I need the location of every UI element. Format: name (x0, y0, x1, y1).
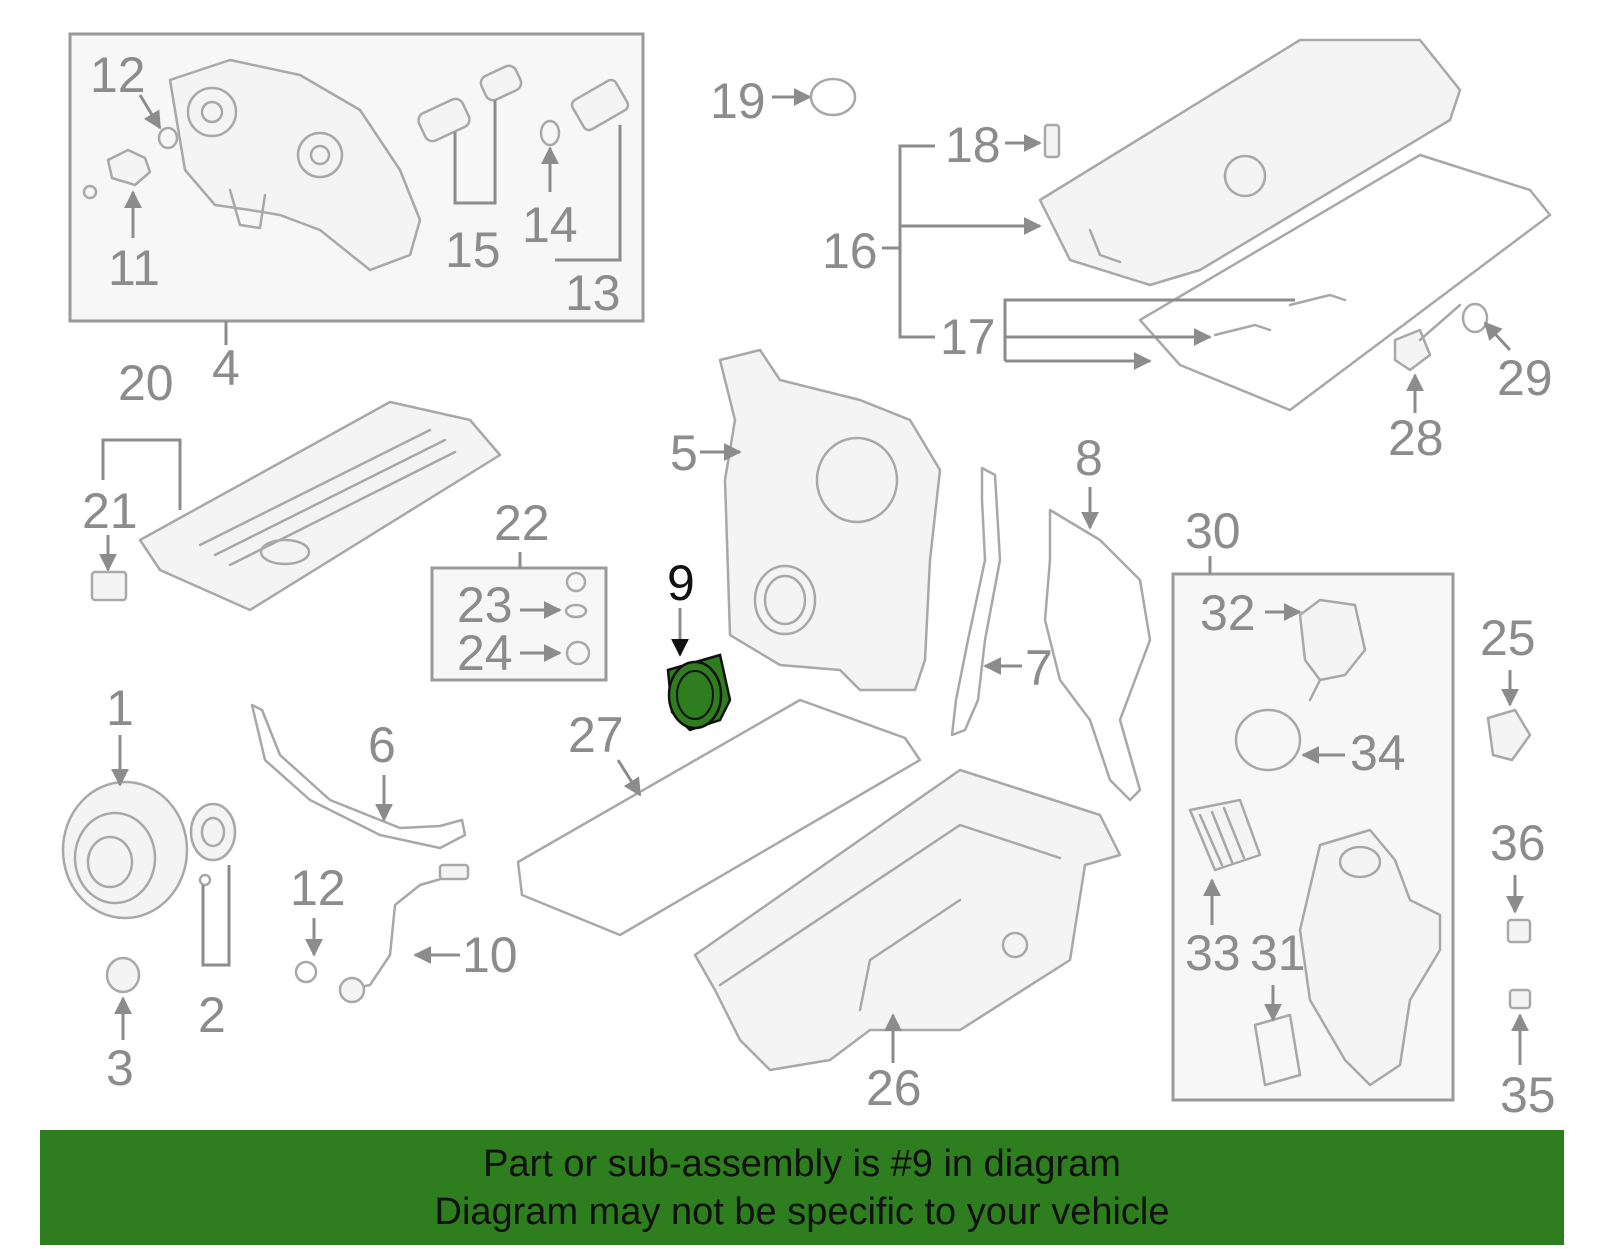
seal-29-part (1461, 302, 1489, 334)
seal-19-part (809, 77, 857, 117)
sensor-10-part (338, 863, 470, 1004)
valve-cover-16-part (1038, 38, 1462, 287)
hub-2-part (189, 802, 237, 862)
info-banner: Part or sub-assembly is #9 in diagram Di… (40, 1130, 1564, 1245)
label-36: 36 (1490, 815, 1546, 871)
label-23: 23 (457, 577, 513, 633)
o-ring-34-part (1234, 708, 1302, 772)
label-4: 4 (212, 340, 240, 396)
label-6: 6 (368, 717, 396, 773)
label-29: 29 (1497, 350, 1553, 406)
oil-pan-gasket-27-part (516, 698, 922, 937)
sensor-28-part (1393, 303, 1462, 372)
leader-29 (1483, 321, 1512, 352)
label-22: 22 (494, 495, 550, 551)
gasket-7-part (950, 466, 1002, 737)
label-16: 16 (822, 223, 878, 279)
vibration-damper-1-part (61, 780, 189, 920)
label-15: 15 (445, 222, 501, 278)
group-box-22 (430, 566, 608, 682)
seal-12-bottom-part (294, 960, 318, 984)
banner-line-2: Diagram may not be specific to your vehi… (434, 1191, 1170, 1233)
sensor-35-part (1508, 988, 1532, 1010)
gasket-6-part (250, 703, 467, 850)
label-18: 18 (945, 117, 1001, 173)
label-12-top: 12 (90, 47, 146, 103)
vanos-unit-part (168, 58, 422, 272)
label-8: 8 (1075, 430, 1103, 486)
valve-cover-gasket-17-part (1138, 153, 1552, 412)
plug-24-part (565, 640, 591, 666)
label-9: 9 (667, 555, 695, 611)
leader-27 (616, 759, 642, 797)
label-21: 21 (82, 483, 138, 539)
shaft-seal-9-part (666, 653, 732, 732)
label-3: 3 (106, 1040, 134, 1096)
leader-20 (101, 438, 182, 510)
plug-23-part (564, 571, 588, 619)
leader-2 (201, 865, 231, 967)
engine-cover-20-part (138, 400, 502, 612)
oil-pan-26-part (693, 768, 1122, 1072)
gasket-17-small-parts (1213, 293, 1347, 337)
leader-16 (898, 144, 935, 339)
banner-line-1: Part or sub-assembly is #9 in diagram (483, 1143, 1121, 1185)
label-31: 31 (1250, 925, 1306, 981)
seal-2-part (198, 873, 212, 887)
label-28: 28 (1388, 410, 1444, 466)
bolt-3-part (105, 956, 141, 994)
label-12-bottom: 12 (290, 860, 346, 916)
leader-15 (453, 100, 497, 205)
label-17: 17 (940, 309, 996, 365)
label-10: 10 (462, 927, 518, 983)
seal-14-part (539, 119, 561, 147)
label-19: 19 (710, 73, 766, 129)
label-2: 2 (198, 987, 226, 1043)
leader-13 (555, 125, 622, 262)
filter-cap-32-part (1298, 598, 1367, 702)
leader-17 (1003, 298, 1295, 337)
switch-36-part (1506, 918, 1532, 944)
seal-12-top-part (157, 126, 179, 150)
filter-housing-part (1298, 828, 1442, 1087)
label-34: 34 (1350, 725, 1406, 781)
gasket-8-part (1043, 508, 1152, 802)
label-20: 20 (118, 355, 174, 411)
valve-13-part (570, 78, 630, 132)
sensor-25-part (1486, 708, 1532, 762)
sensor-18-part (1043, 123, 1061, 159)
timing-cover-5-part (718, 348, 942, 692)
label-1: 1 (106, 680, 134, 736)
label-27: 27 (568, 707, 624, 763)
label-24: 24 (457, 625, 513, 681)
clip-21-part (90, 570, 128, 602)
solenoid-15-part (417, 64, 523, 143)
label-13: 13 (565, 265, 621, 321)
label-7: 7 (1025, 640, 1053, 696)
sensor-11-part (82, 148, 152, 200)
label-26: 26 (866, 1060, 922, 1116)
label-11: 11 (108, 240, 160, 296)
filter-element-33-part (1188, 798, 1262, 872)
label-25: 25 (1480, 610, 1536, 666)
label-33: 33 (1185, 925, 1241, 981)
leader-12-top (138, 94, 162, 130)
label-30: 30 (1185, 503, 1241, 559)
label-32: 32 (1200, 585, 1256, 641)
label-35: 35 (1500, 1067, 1556, 1123)
label-5: 5 (670, 425, 698, 481)
label-14: 14 (522, 197, 578, 253)
